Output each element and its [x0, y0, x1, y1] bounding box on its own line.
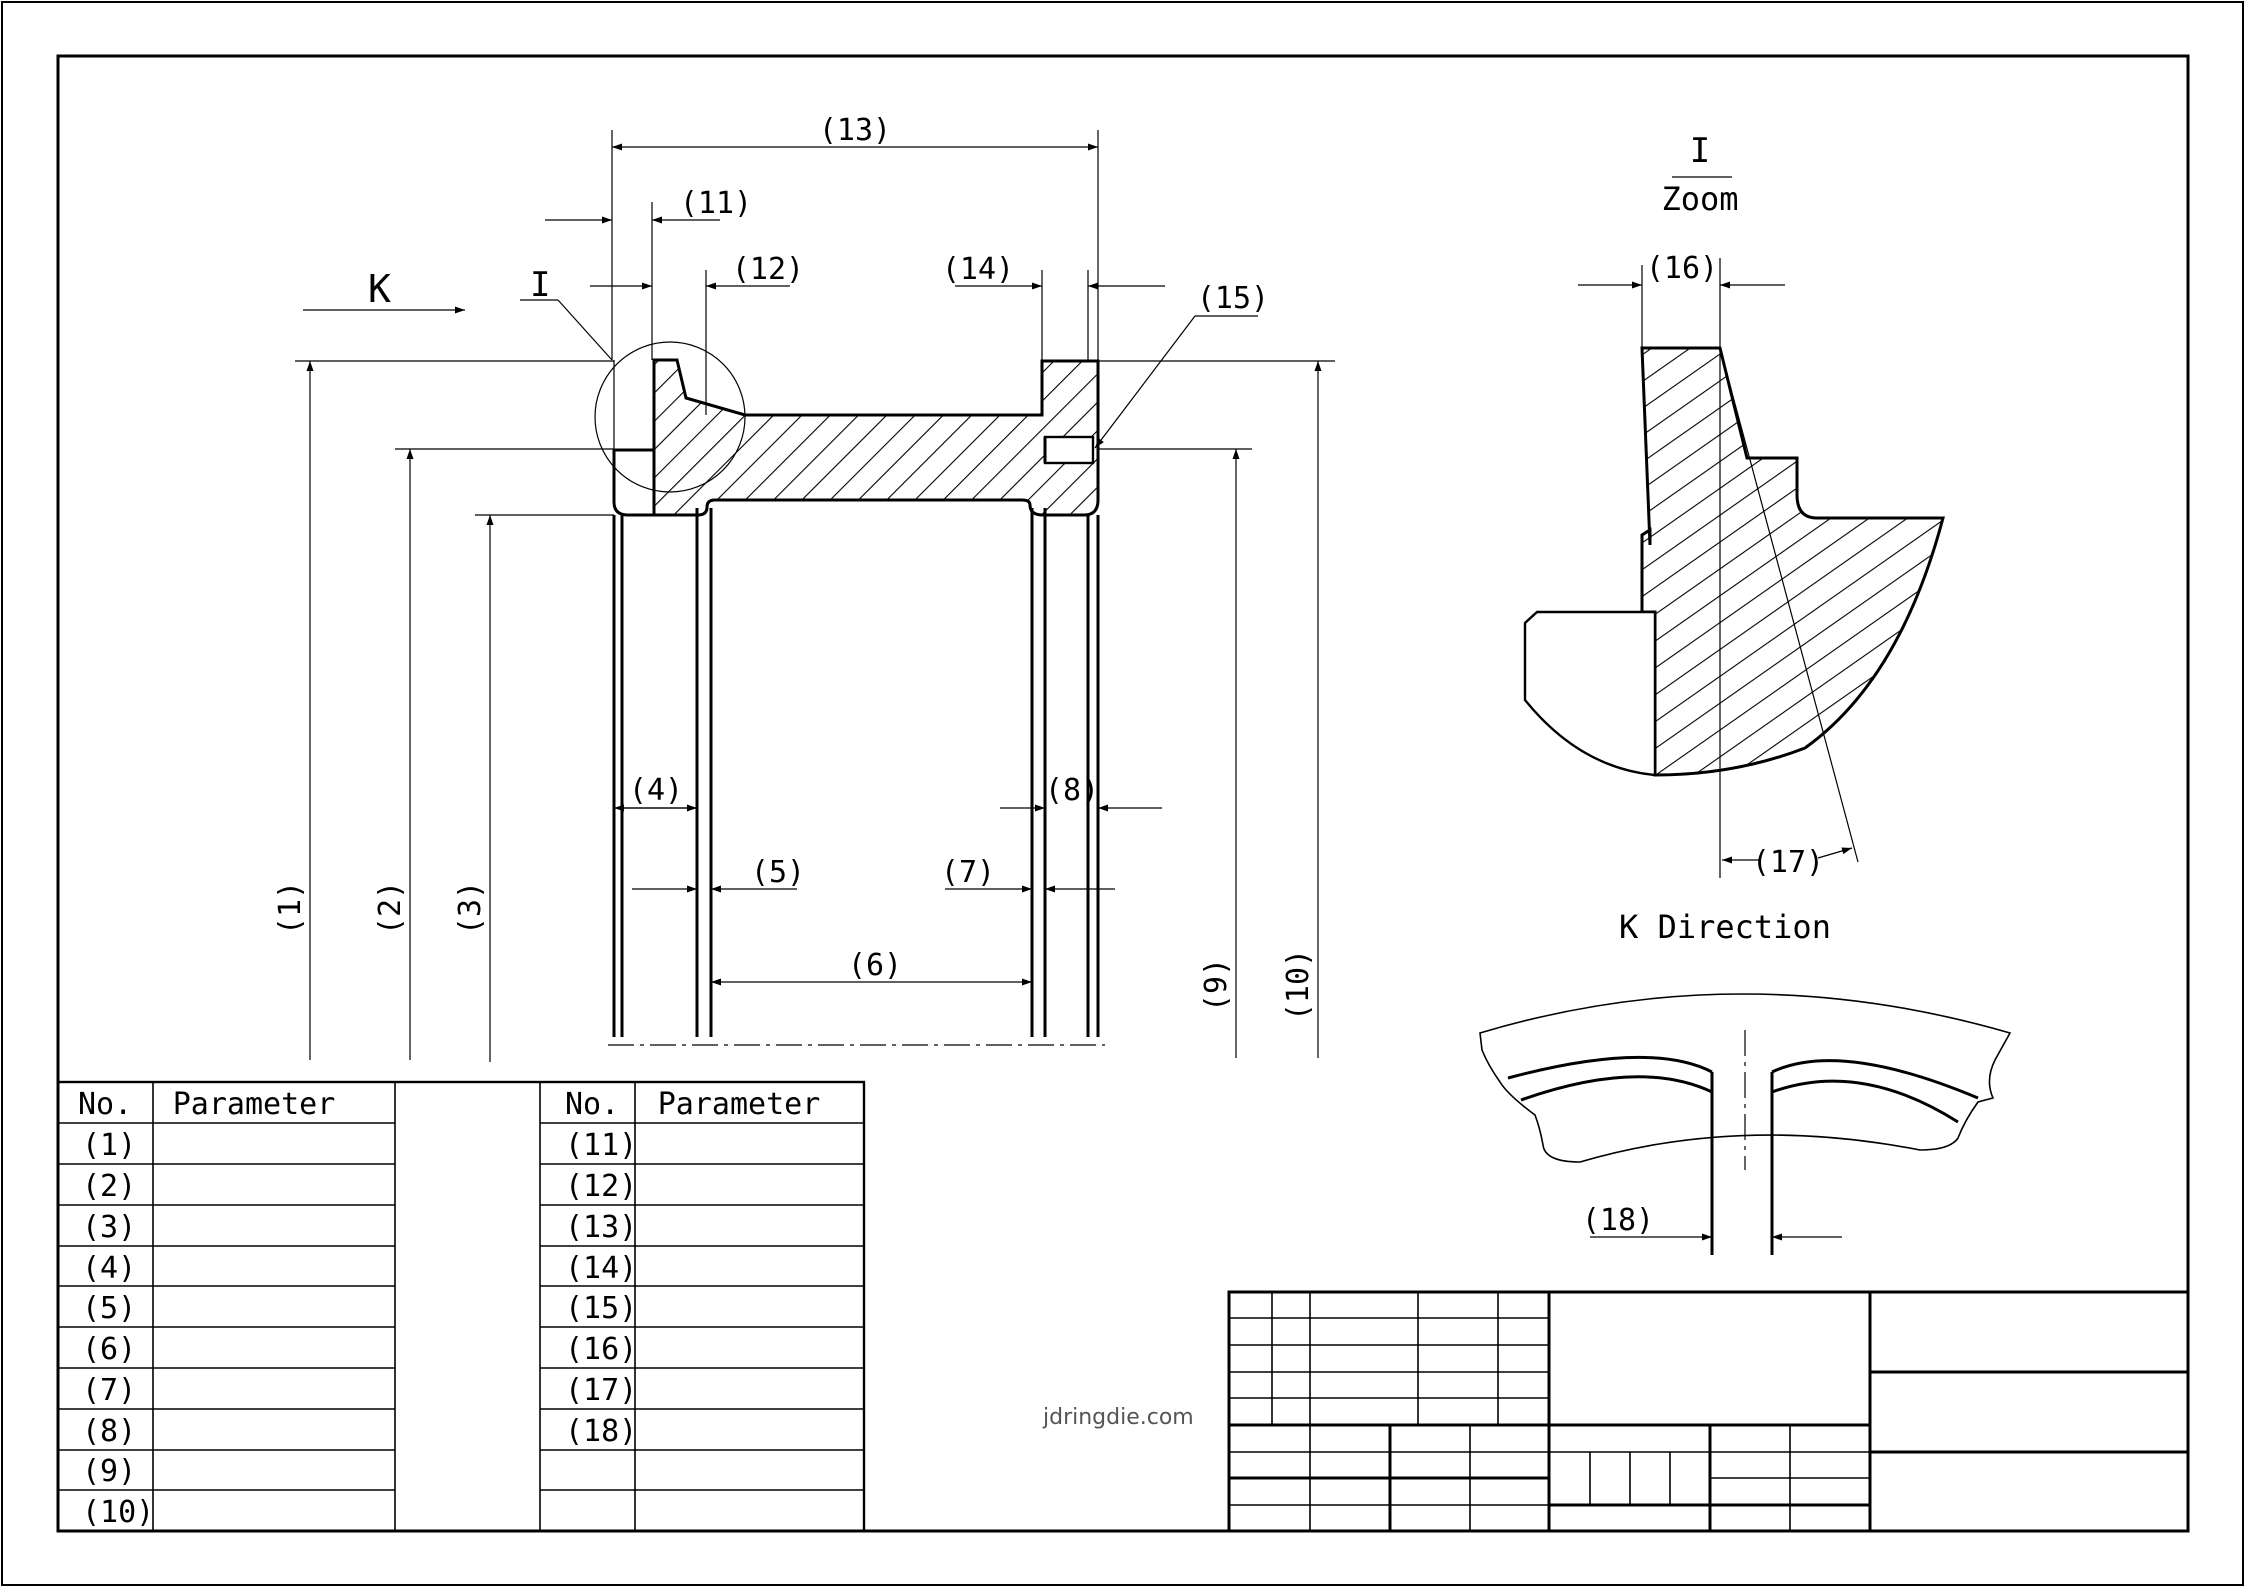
- table-left-row-no: (4): [82, 1251, 136, 1286]
- dim-1: (1): [273, 881, 308, 935]
- side-hole: [1043, 435, 1095, 465]
- table-left-row-no: (10): [82, 1495, 154, 1530]
- dim-16: (16): [1646, 251, 1718, 286]
- table-right-row-no: (15): [565, 1291, 637, 1326]
- watermark: jdringdie.com: [1042, 1405, 1194, 1430]
- zoom-view: [1523, 176, 1945, 878]
- dim-6: (6): [848, 948, 902, 983]
- table-right-row-no: (11): [565, 1128, 637, 1163]
- detail-circle: [594, 341, 746, 493]
- dim-3: (3): [453, 881, 488, 935]
- table-left-param-header: Parameter: [173, 1087, 336, 1122]
- dim-12: (12): [732, 252, 804, 287]
- dim-9: (9): [1199, 958, 1234, 1012]
- table-left-row-no: (5): [82, 1291, 136, 1326]
- k-direction-view: [1479, 993, 2012, 1255]
- view-label-i: I: [530, 265, 550, 305]
- zoom-label-i: I: [1690, 131, 1710, 171]
- main-view-dimensions: [295, 130, 1335, 1062]
- dim-15: (15): [1197, 281, 1269, 316]
- dim-8: (8): [1045, 773, 1099, 808]
- table-right-no-header: No.: [565, 1087, 619, 1122]
- dim-4: (4): [629, 773, 683, 808]
- dim-11: (11): [680, 186, 752, 221]
- table-right-row-no: (14): [565, 1251, 637, 1286]
- main-section-view: [520, 299, 1105, 1046]
- ring-section: [652, 358, 1100, 517]
- dim-18: (18): [1582, 1203, 1654, 1238]
- table-right-row-no: (17): [565, 1373, 637, 1408]
- table-left-row-no: (2): [82, 1169, 136, 1204]
- title-block: [1227, 1290, 2190, 1533]
- dim-17: (17): [1752, 845, 1824, 880]
- dim-13: (13): [819, 113, 891, 148]
- inner-border: [56, 54, 2190, 1533]
- table-right-row-no: (13): [565, 1210, 637, 1245]
- table-left-row-no: (7): [82, 1373, 136, 1408]
- table-right-row-no: (12): [565, 1169, 637, 1204]
- dim-14: (14): [942, 252, 1014, 287]
- table-left-row-no: (9): [82, 1454, 136, 1489]
- dim-5: (5): [751, 855, 805, 890]
- zoom-label-text: Zoom: [1661, 180, 1738, 218]
- dim-7: (7): [941, 855, 995, 890]
- table-right-row-no: (16): [565, 1332, 637, 1367]
- parameter-tables-grid: [56, 1080, 866, 1533]
- table-right-param-header: Parameter: [658, 1087, 821, 1122]
- table-left-row-no: (3): [82, 1210, 136, 1245]
- table-right-row-no: (18): [565, 1414, 637, 1449]
- view-label-k: K: [368, 267, 391, 311]
- zoom-section: [1640, 346, 1945, 777]
- table-left-row-no: (1): [82, 1128, 136, 1163]
- k-direction-label: K Direction: [1619, 908, 1831, 946]
- dim-2: (2): [373, 881, 408, 935]
- table-left-row-no: (6): [82, 1332, 136, 1367]
- dim-10: (10): [1281, 949, 1316, 1021]
- table-left-row-no: (8): [82, 1414, 136, 1449]
- table-left-no-header: No.: [78, 1087, 132, 1122]
